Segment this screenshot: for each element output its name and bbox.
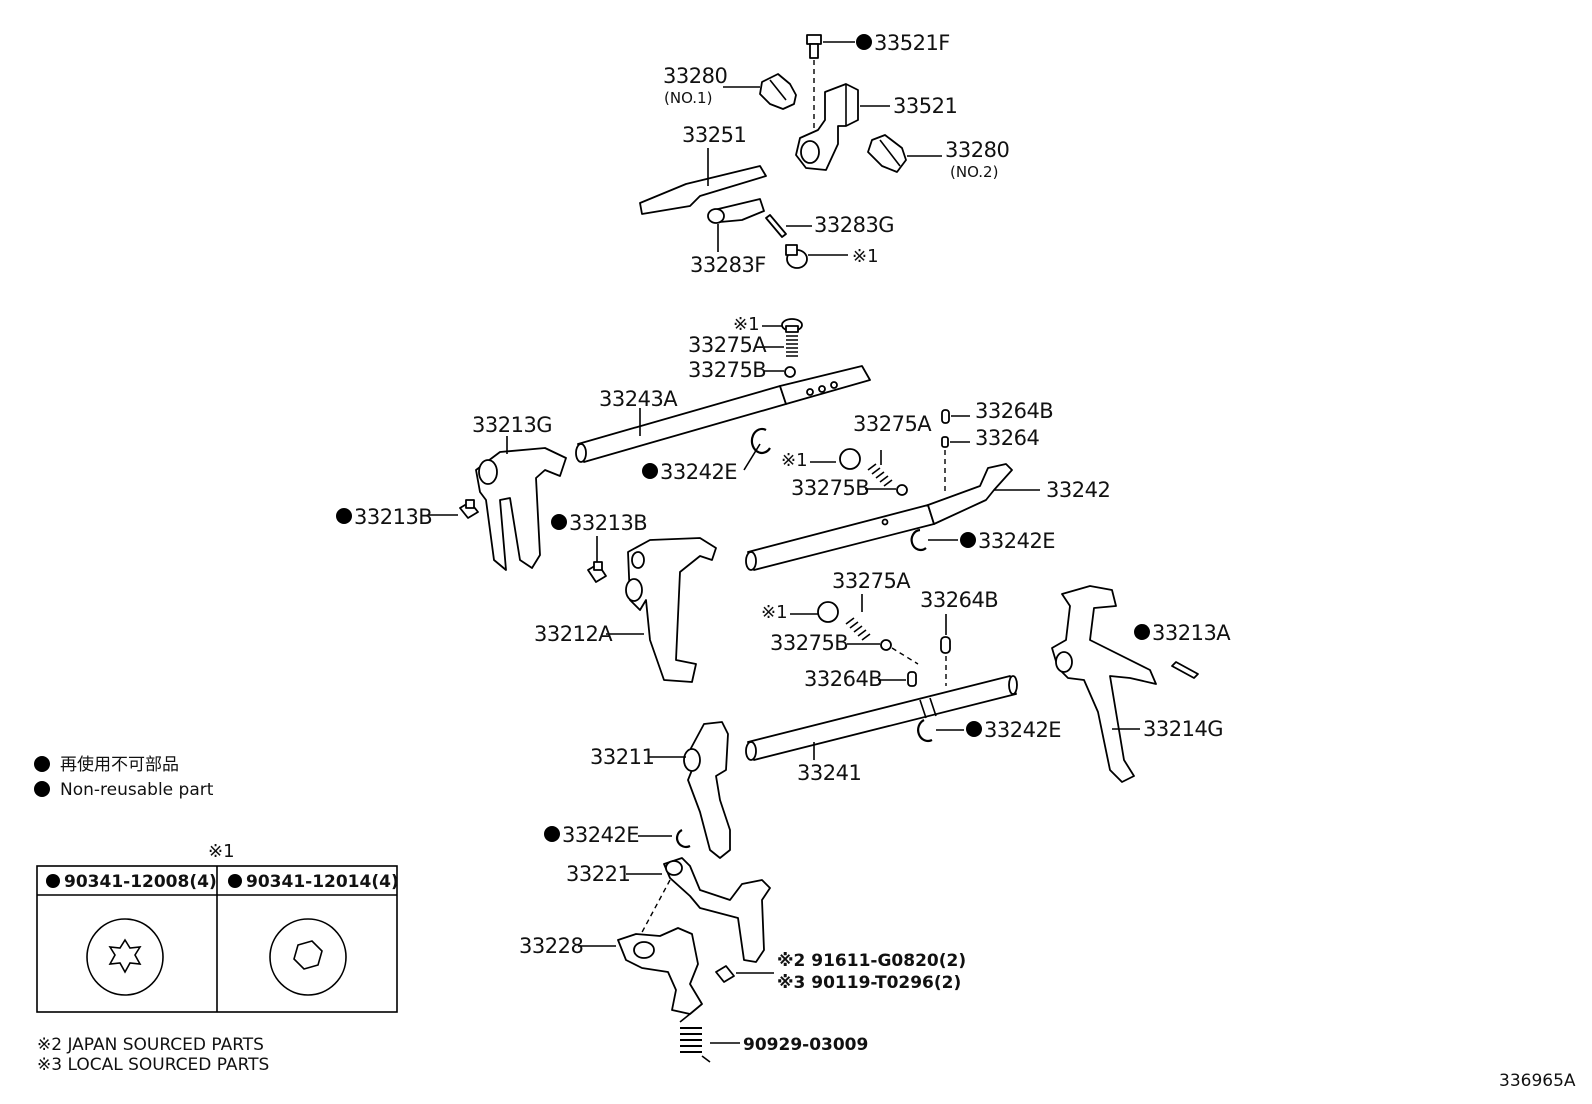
shaft-33242 (745, 463, 1013, 571)
label-33264B-c: 33264B (804, 667, 882, 691)
fork-33213G (475, 447, 567, 571)
plug-ref1-top (785, 244, 808, 269)
hex-screw-icon (269, 918, 347, 996)
label-33242E-b: 33242E (978, 529, 1055, 553)
label-33264B-b: 33264B (920, 588, 998, 612)
fork-33214G (1051, 585, 1157, 783)
label-33275B-a: 33275B (688, 358, 766, 382)
shaft-33241 (745, 675, 1018, 761)
ref-table-col1: 90341-12008(4) (64, 872, 217, 892)
bracket-33221 (663, 857, 771, 963)
label-33275A-a: 33275A (688, 333, 767, 357)
label-33521: 33521 (893, 94, 957, 118)
label-33521F: 33521F (874, 31, 950, 55)
note-japan-sourced: ※2 JAPAN SOURCED PARTS (37, 1035, 264, 1055)
snap-ring-33242E-a (750, 427, 771, 455)
label-33242E-d: 33242E (562, 823, 639, 847)
shaft-33243A (575, 365, 871, 463)
label-33214G: 33214G (1143, 717, 1223, 741)
note-local-sourced: ※3 LOCAL SOURCED PARTS (37, 1055, 269, 1075)
snap-ring-33242E-c (917, 719, 933, 743)
lever-33211 (683, 721, 731, 859)
spring-33275A-a (786, 335, 798, 357)
label-33275A-b: 33275A (853, 412, 932, 436)
label-33243A: 33243A (599, 387, 678, 411)
label-33242: 33242 (1046, 478, 1110, 502)
ref-table-mark: ※1 (208, 841, 235, 862)
label-33241: 33241 (797, 761, 861, 785)
snap-ring-33242E-d (675, 829, 691, 849)
label-33275A-c: 33275A (832, 569, 911, 593)
label-33275B-b: 33275B (791, 476, 869, 500)
legend-dot-1 (34, 756, 50, 772)
label-33213B-b: 33213B (569, 511, 647, 535)
block-33521 (795, 83, 859, 171)
label-33280-no1-sub: (NO.1) (664, 89, 712, 107)
legend-dot-2 (34, 781, 50, 797)
legend-line-2: Non-reusable part (60, 780, 214, 800)
pin-33283G (765, 214, 787, 238)
bolt-33213B-b (587, 561, 607, 583)
label-ref1-shaft-c: ※1 (761, 602, 788, 623)
label-33283F: 33283F (690, 253, 766, 277)
detent-33283F (707, 198, 765, 224)
plate-33228 (617, 927, 703, 1015)
label-ref1-top: ※1 (852, 246, 879, 267)
bolt-33521F (806, 34, 822, 59)
label-33211: 33211 (590, 745, 654, 769)
label-33280-no1: 33280 (663, 64, 727, 88)
label-33213B-a: 33213B (354, 505, 432, 529)
label-33213G: 33213G (472, 413, 552, 437)
lever-33251 (639, 148, 767, 215)
spring-90929-03009 (679, 1013, 711, 1063)
bolt-91611-90119 (715, 965, 735, 983)
bolt-33213B-a (459, 499, 479, 519)
label-ref1-shaft-b: ※1 (781, 450, 808, 471)
spring-33275A-b (867, 463, 893, 487)
label-33280-no2-sub: (NO.2) (950, 163, 998, 181)
diagram-id: 336965A (1499, 1071, 1576, 1091)
torx-screw-icon (86, 918, 164, 996)
plug-ref1-shaft-a (781, 318, 803, 333)
label-33221: 33221 (566, 862, 630, 886)
ref-table-col2: 90341-12014(4) (246, 872, 399, 892)
label-90929-03009: 90929-03009 (743, 1035, 868, 1055)
fork-33212A (625, 537, 717, 683)
label-33212A: 33212A (534, 622, 613, 646)
snap-ring-33242E-b (910, 528, 927, 552)
plug-33280-no1 (759, 73, 797, 110)
label-33264: 33264 (975, 426, 1039, 450)
label-33251: 33251 (682, 123, 746, 147)
label-33280-no2: 33280 (945, 138, 1009, 162)
label-33242E-a: 33242E (660, 460, 737, 484)
label-90119: ※3 90119-T0296(2) (777, 973, 961, 993)
legend-line-1: 再使用不可部品 (60, 754, 179, 775)
label-ref1-shaft-a: ※1 (733, 314, 760, 335)
label-91611: ※2 91611-G0820(2) (777, 951, 966, 971)
ref-table (36, 865, 398, 1013)
label-33283G: 33283G (814, 213, 894, 237)
plug-33280-no2 (867, 134, 907, 173)
label-33213A: 33213A (1152, 621, 1231, 645)
label-33242E-c: 33242E (984, 718, 1061, 742)
label-33264B-a: 33264B (975, 399, 1053, 423)
spring-33275A-c (845, 617, 871, 641)
label-33275B-c: 33275B (770, 631, 848, 655)
label-33228: 33228 (519, 934, 583, 958)
